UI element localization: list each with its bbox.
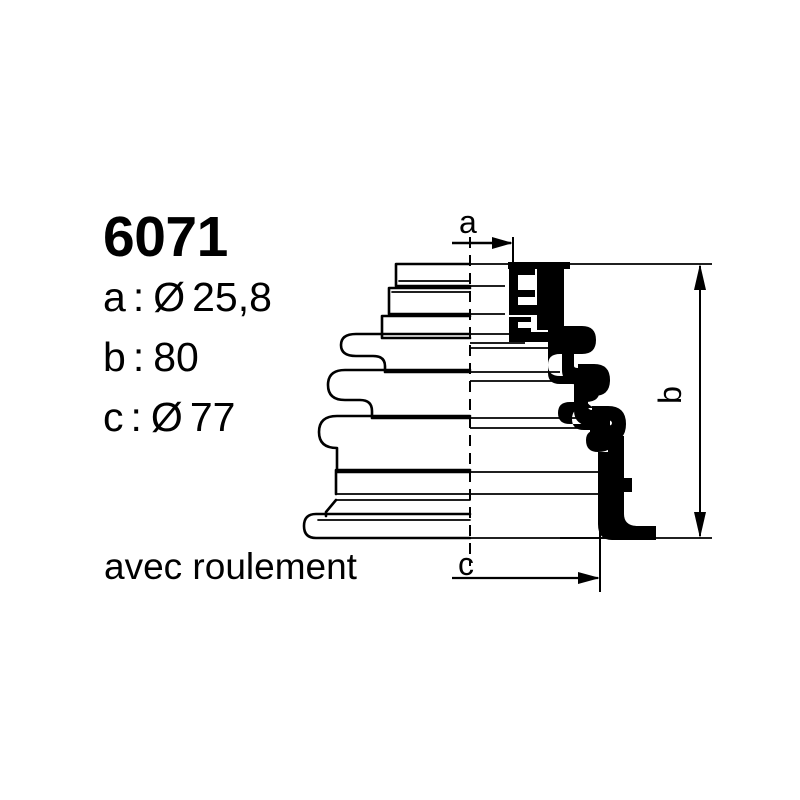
neck-ring-2 — [387, 286, 472, 316]
convolution-1 — [339, 332, 472, 374]
spec-a-value: 25,8 — [192, 274, 272, 320]
section-neck-rib-7 — [509, 317, 531, 322]
convolution-3 — [317, 414, 472, 474]
dimension-a-label: a — [459, 204, 477, 240]
section-neck-block — [508, 262, 570, 342]
base-flange — [302, 512, 472, 540]
section-inner-lines — [470, 263, 640, 539]
part-number: 6071 — [103, 205, 228, 269]
section-bellows-segments — [548, 262, 656, 540]
spec-c-key: c — [103, 394, 124, 440]
bellows-conv-a — [548, 326, 596, 354]
section-neck-rib-5 — [509, 305, 537, 315]
dimension-b — [560, 263, 712, 539]
section-neck-shoulder — [509, 332, 565, 342]
section-neck-rib-1 — [509, 269, 518, 297]
bellows-notch — [624, 478, 632, 492]
boot-section-view — [470, 262, 656, 540]
dimension-c — [452, 528, 601, 592]
dim-c-arrow-icon — [578, 572, 600, 584]
neck-ring-3 — [380, 314, 472, 340]
section-neck-rib-3 — [509, 290, 535, 297]
section-neck-rib-6 — [509, 317, 518, 333]
diameter-icon-2: Ø — [150, 394, 183, 440]
dim-b-arrow-bottom-icon — [694, 512, 706, 538]
dimension-a — [452, 237, 514, 272]
spec-c-separator: : — [130, 394, 142, 440]
bellows-foot — [608, 500, 656, 540]
note-text: avec roulement — [104, 546, 357, 587]
section-neck-rib-4 — [509, 297, 518, 311]
boot-outline-view — [302, 262, 472, 540]
dim-b-arrow-top-icon — [694, 264, 706, 290]
section-neck-rib-8 — [509, 328, 531, 333]
neck-ring-1 — [394, 262, 472, 288]
spec-a-key: a — [103, 274, 126, 320]
convolution-2 — [326, 368, 472, 420]
body-wall — [334, 468, 472, 496]
dimension-c-label: c — [458, 546, 474, 582]
spec-c-value: 77 — [189, 394, 236, 440]
section-neck-rib-2 — [509, 269, 535, 275]
dimension-b-label: b — [651, 386, 688, 404]
spec-row-b: b:80 — [103, 327, 433, 387]
spec-b-key: b — [103, 334, 126, 380]
spec-a-separator: : — [132, 274, 145, 320]
bellows-skirt — [608, 436, 624, 516]
diameter-icon: Ø — [153, 274, 186, 320]
section-neck-outer-wall — [537, 262, 551, 330]
spec-b-value: 80 — [153, 334, 199, 380]
spec-b-separator: : — [132, 334, 145, 380]
dim-a-arrow-icon — [492, 237, 513, 249]
bellows-stem — [548, 262, 564, 334]
bellows-conv-c — [590, 406, 626, 442]
